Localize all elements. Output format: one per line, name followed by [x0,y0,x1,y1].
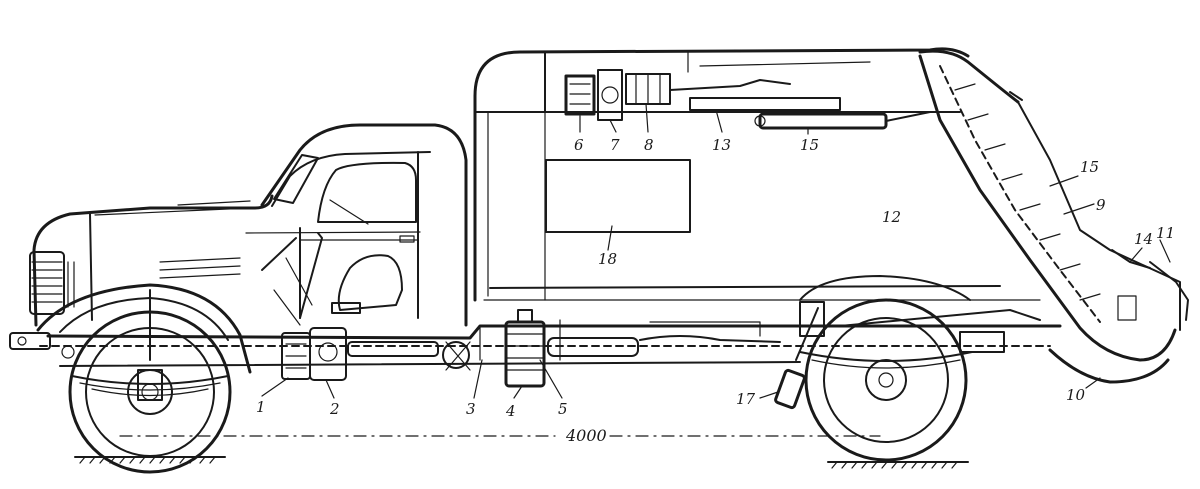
cab-door [299,227,415,319]
ground-line-front [74,456,226,464]
callout-14: 14 [1134,230,1153,248]
chassis-frame [39,319,1062,367]
callout-4: 4 [505,402,516,420]
top-linkage-13 [669,51,871,111]
oil-tank-5 [547,321,781,357]
hopper-cover-11 [1149,261,1189,321]
callout-15-lower: 15 [800,136,819,154]
body-side-panel-18 [545,159,691,233]
cardan-shaft [347,341,471,371]
rear-wheel [804,298,968,462]
callout-12: 12 [882,208,901,226]
callout-5: 5 [558,400,568,418]
callout-15-upper: 15 [1080,158,1099,176]
ground-line-rear [827,461,969,469]
callout-11: 11 [1156,224,1175,242]
callout-6: 6 [574,136,584,154]
callout-9: 9 [1096,196,1106,214]
hood [32,194,274,327]
callout-labels: 1 2 3 4 5 6 7 8 9 10 11 12 13 14 15 15 1… [256,136,1175,420]
wheelbase-label: 4000 [565,426,607,445]
wheelbase-dimension: 4000 [119,426,881,445]
seat [337,254,403,311]
steering-and-levers [261,232,361,326]
rear-crossmember [839,309,1041,353]
front-bumper [9,332,75,359]
rear-leaf-spring [799,351,973,369]
loading-hopper-10 [1048,348,1170,384]
callout-8: 8 [644,136,654,154]
callout-1: 1 [256,398,266,416]
hydraulic-pump-4 [504,309,546,388]
cab [245,123,468,327]
gearbox-2 [309,327,347,381]
front-wheel [68,289,232,474]
conveyor-9 [918,49,1181,362]
leader-lines [261,103,1171,399]
callout-2: 2 [329,400,340,418]
lift-cylinder-15 [754,111,931,130]
callout-10: 10 [1066,386,1086,404]
distributor-8 [625,73,671,105]
callout-17: 17 [736,390,756,408]
callout-13: 13 [712,136,731,154]
rear-fender [799,275,971,301]
callout-3: 3 [466,400,476,418]
windshield [273,154,319,204]
front-leaf-spring [71,369,229,401]
side-window [317,161,417,225]
radiator-grille [29,251,75,315]
power-take-off-1 [281,332,311,380]
tipping-cylinder-17 [774,301,825,410]
callout-7: 7 [610,136,620,154]
refuse-body [473,47,1041,302]
callout-18: 18 [598,250,617,268]
hydraulic-motor-6 [564,74,596,116]
